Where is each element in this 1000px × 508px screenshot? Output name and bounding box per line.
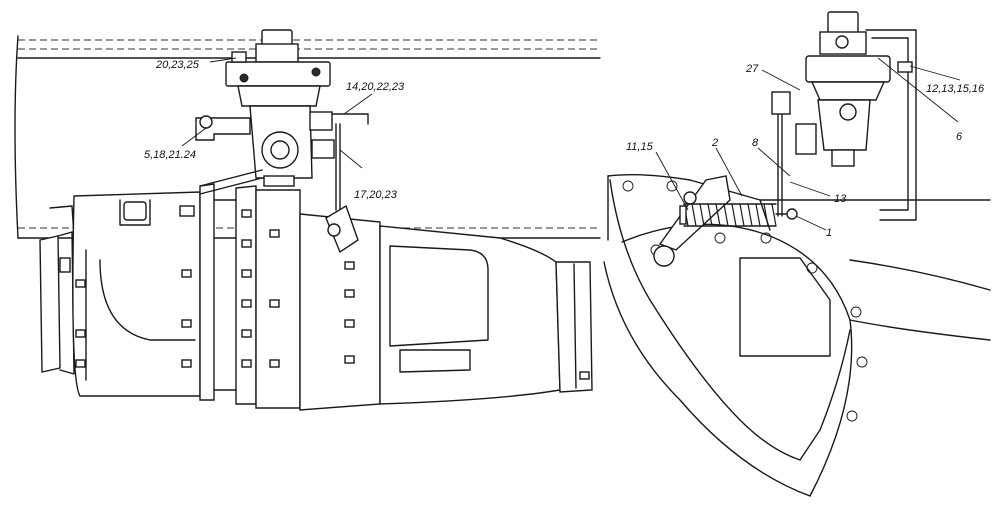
callout-label: 11,15 (626, 141, 654, 153)
callout-label: 14,20,22,23 (346, 81, 405, 93)
valve-assembly-left (195, 29, 369, 254)
callout-label: 27 (745, 63, 759, 75)
bolt-heads (59, 205, 590, 380)
right-view-housing (603, 173, 991, 497)
transmission-housing (39, 183, 593, 411)
callout-labels: 20,23,25 14,20,22,23 5,18,21.24 17,20,23… (144, 59, 985, 239)
callout-label: 1 (826, 227, 832, 239)
callout-label: 17,20,23 (354, 189, 398, 201)
return-spring (679, 203, 798, 227)
callout-label: 20,23,25 (155, 59, 200, 71)
callout-label: 13 (834, 193, 847, 205)
callout-label: 5,18,21.24 (144, 149, 196, 161)
callout-label: 2 (711, 137, 718, 149)
callout-label: 6 (956, 131, 963, 143)
valve-assembly-right (771, 11, 917, 221)
callout-label: 8 (752, 137, 759, 149)
callout-label: 12,13,15,16 (926, 83, 985, 95)
leader-lines (181, 57, 961, 231)
